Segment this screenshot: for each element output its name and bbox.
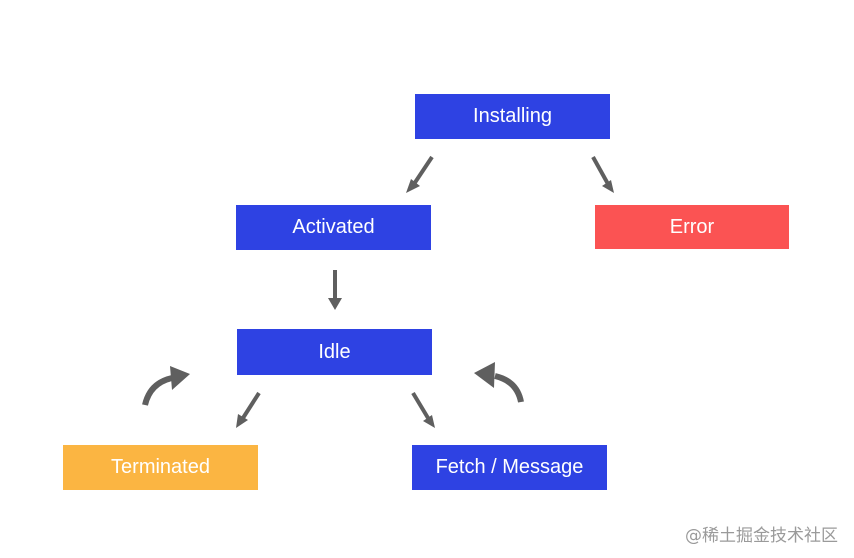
state-installing-label: Installing: [473, 105, 552, 127]
state-fetch-message: Fetch / Message: [412, 445, 607, 490]
state-error-label: Error: [669, 215, 715, 238]
arrow-installing-to-error: [591, 156, 614, 193]
watermark: @稀土掘金技术社区: [685, 526, 838, 546]
state-terminated: Terminated: [63, 445, 258, 490]
state-activated: Activated: [236, 205, 431, 250]
arrow-idle-to-fetch: [411, 391, 435, 428]
arrow-terminated-to-idle: [142, 366, 190, 406]
state-idle-label: Idle: [318, 340, 351, 363]
state-terminated-label: Terminated: [111, 456, 210, 478]
state-fetch-message-label: Fetch / Message: [435, 456, 584, 478]
state-installing: Installing: [415, 94, 610, 139]
arrow-activated-to-idle: [328, 270, 342, 310]
arrow-idle-to-terminated: [236, 391, 261, 428]
state-idle: Idle: [237, 329, 432, 375]
arrow-installing-to-activated: [406, 155, 434, 193]
state-error: Error: [595, 205, 789, 249]
state-activated-label: Activated: [292, 216, 375, 238]
arrow-fetch-to-idle: [474, 362, 524, 403]
